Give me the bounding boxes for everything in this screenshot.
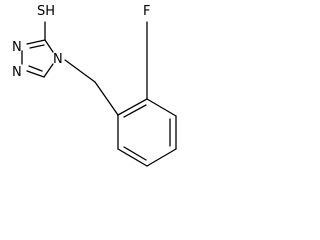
benzene-ring	[117, 98, 177, 167]
bond-ch2-ring	[94, 81, 119, 116]
atom-label-n-bottom: N	[12, 65, 22, 80]
bond-n1-c5	[26, 70, 45, 78]
triazole-ring	[21, 39, 54, 78]
bond-c5-n4	[43, 63, 54, 78]
bond-c3-n2-double	[29, 44, 45, 49]
atom-label-sh: SH	[37, 4, 55, 19]
bond-c4-c5	[146, 148, 177, 167]
bond-n4-c3	[44, 39, 54, 53]
atom-label-f: F	[143, 4, 150, 19]
bond-c1-c2-inner	[123, 104, 147, 118]
bond-c2-c3	[146, 98, 177, 117]
bond-n4-ch2	[64, 59, 96, 83]
atom-label-n-top: N	[12, 40, 22, 55]
bond-c3-n2	[26, 39, 46, 45]
molecule-structure-diagram: SH N N N F	[12, 4, 177, 167]
bond-c1-c2	[117, 98, 148, 116]
bond-c5-c6-inner	[123, 146, 147, 161]
bond-n1-c5-double	[28, 65, 43, 72]
atom-label-n-ring: N	[53, 52, 63, 67]
bond-c5-c6	[117, 148, 148, 167]
